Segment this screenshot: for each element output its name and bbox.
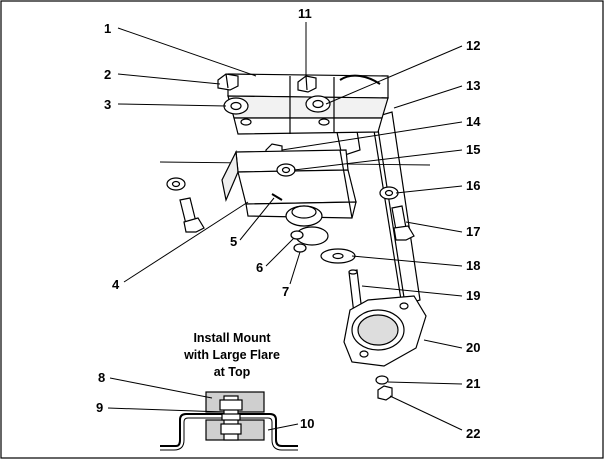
callout-13: 13 xyxy=(466,78,480,93)
mount-bolt-head xyxy=(219,399,243,411)
callout-7: 7 xyxy=(282,284,289,299)
install-note: Install Mount with Large Flare at Top xyxy=(183,331,280,379)
lockwasher-21 xyxy=(375,375,389,385)
mount-nut xyxy=(220,423,242,435)
callout-6: 6 xyxy=(256,260,263,275)
pin-5 xyxy=(271,193,283,201)
install-note-line-1: Install Mount xyxy=(193,331,271,345)
washer-6 xyxy=(290,230,304,240)
leader-4 xyxy=(123,201,249,283)
nut-22 xyxy=(377,385,393,401)
washer-15-hole xyxy=(281,166,291,174)
leader-8 xyxy=(109,377,213,399)
lower-bracket-face xyxy=(237,169,357,205)
bolt-17-left-head xyxy=(183,217,205,233)
callout-20: 20 xyxy=(466,340,480,355)
leader-lines xyxy=(107,22,463,431)
install-note-line-3: at Top xyxy=(214,365,251,379)
flange-bore-inner xyxy=(357,314,399,346)
leader-3 xyxy=(117,103,227,107)
install-note-line-2: with Large Flare xyxy=(183,348,280,362)
callout-17: 17 xyxy=(466,224,480,239)
parts-drawing xyxy=(159,73,431,451)
leader-7 xyxy=(289,251,301,285)
leader-16 xyxy=(395,185,463,194)
washer-18-hole xyxy=(332,252,344,260)
callout-3: 3 xyxy=(104,97,111,112)
callout-12: 12 xyxy=(466,38,480,53)
top-plate-hole-2 xyxy=(318,118,330,126)
arm-edge xyxy=(375,115,406,305)
leader-20 xyxy=(423,339,463,349)
leader-17 xyxy=(405,221,463,233)
leader-19 xyxy=(361,285,463,297)
flange-hole-bottom xyxy=(359,350,369,358)
leader-10 xyxy=(267,423,299,431)
top-plate-lower xyxy=(233,117,383,135)
callout-1: 1 xyxy=(104,21,111,36)
callout-22: 22 xyxy=(466,426,480,441)
leader-14 xyxy=(281,121,463,151)
washer-16-left-hole xyxy=(171,180,181,188)
washer-16-right-hole xyxy=(384,189,394,197)
nut-7 xyxy=(293,243,307,253)
leader-15 xyxy=(293,149,463,171)
leader-2 xyxy=(117,73,221,85)
callout-2: 2 xyxy=(104,67,111,82)
callout-16: 16 xyxy=(466,178,480,193)
leader-22 xyxy=(389,395,463,431)
leader-21 xyxy=(387,381,463,385)
bolt-head-2-edge xyxy=(225,73,229,89)
leader-1 xyxy=(117,27,257,77)
washer-12-hole xyxy=(312,99,324,109)
mount-washer xyxy=(221,413,241,421)
leader-18 xyxy=(351,255,463,267)
lower-bracket-side xyxy=(221,149,239,203)
leader-6 xyxy=(265,237,295,267)
callout-5: 5 xyxy=(230,234,237,249)
callout-10: 10 xyxy=(300,416,314,431)
callout-14: 14 xyxy=(466,114,481,129)
callout-4: 4 xyxy=(112,277,120,292)
leader-13 xyxy=(393,85,463,109)
callout-21: 21 xyxy=(466,376,480,391)
callout-19: 19 xyxy=(466,288,480,303)
callout-15: 15 xyxy=(466,142,480,157)
bolt-17-right-head xyxy=(393,225,415,241)
callout-9: 9 xyxy=(96,400,103,415)
callout-18: 18 xyxy=(466,258,480,273)
callout-8: 8 xyxy=(98,370,105,385)
pivot-boss-top xyxy=(291,205,317,219)
leader-9 xyxy=(107,407,225,413)
leader-5 xyxy=(239,197,275,241)
leader-12 xyxy=(325,45,463,105)
flange-hole-top xyxy=(399,302,409,310)
callout-labels: 1 2 3 4 5 6 7 8 9 10 11 12 13 14 15 16 1… xyxy=(96,6,481,441)
bolt-head-11-edge xyxy=(305,75,308,91)
lower-bracket-edge xyxy=(339,149,353,219)
washer-3-hole xyxy=(230,101,242,111)
stud-19-tip xyxy=(348,269,358,275)
top-plate-hole xyxy=(240,118,252,126)
callout-11: 11 xyxy=(298,6,312,21)
